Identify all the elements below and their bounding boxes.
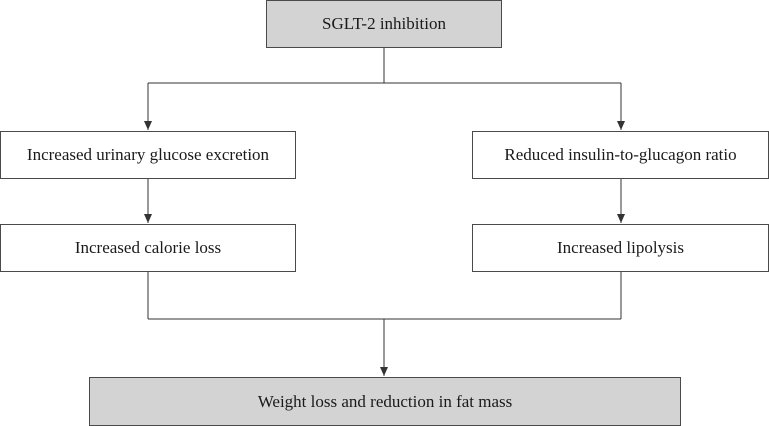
node-lipolysis: Increased lipolysis [472,224,769,272]
node-label: Increased calorie loss [74,238,222,257]
node-label: Increased lipolysis [557,238,684,257]
node-weight-loss: Weight loss and reduction in fat mass [89,377,681,426]
node-calorie-loss: Increased calorie loss [0,224,296,272]
node-label: Increased urinary glucose excretion [26,145,270,164]
node-label: Reduced insulin-to-glucagon ratio [504,145,737,164]
node-sglt2-inhibition: SGLT-2 inhibition [266,0,502,48]
node-urinary-glucose-excretion: Increased urinary glucose excretion [0,131,296,179]
node-label: Weight loss and reduction in fat mass [257,391,513,411]
node-label: SGLT-2 inhibition [322,14,446,33]
node-insulin-glucagon-ratio: Reduced insulin-to-glucagon ratio [472,131,769,179]
